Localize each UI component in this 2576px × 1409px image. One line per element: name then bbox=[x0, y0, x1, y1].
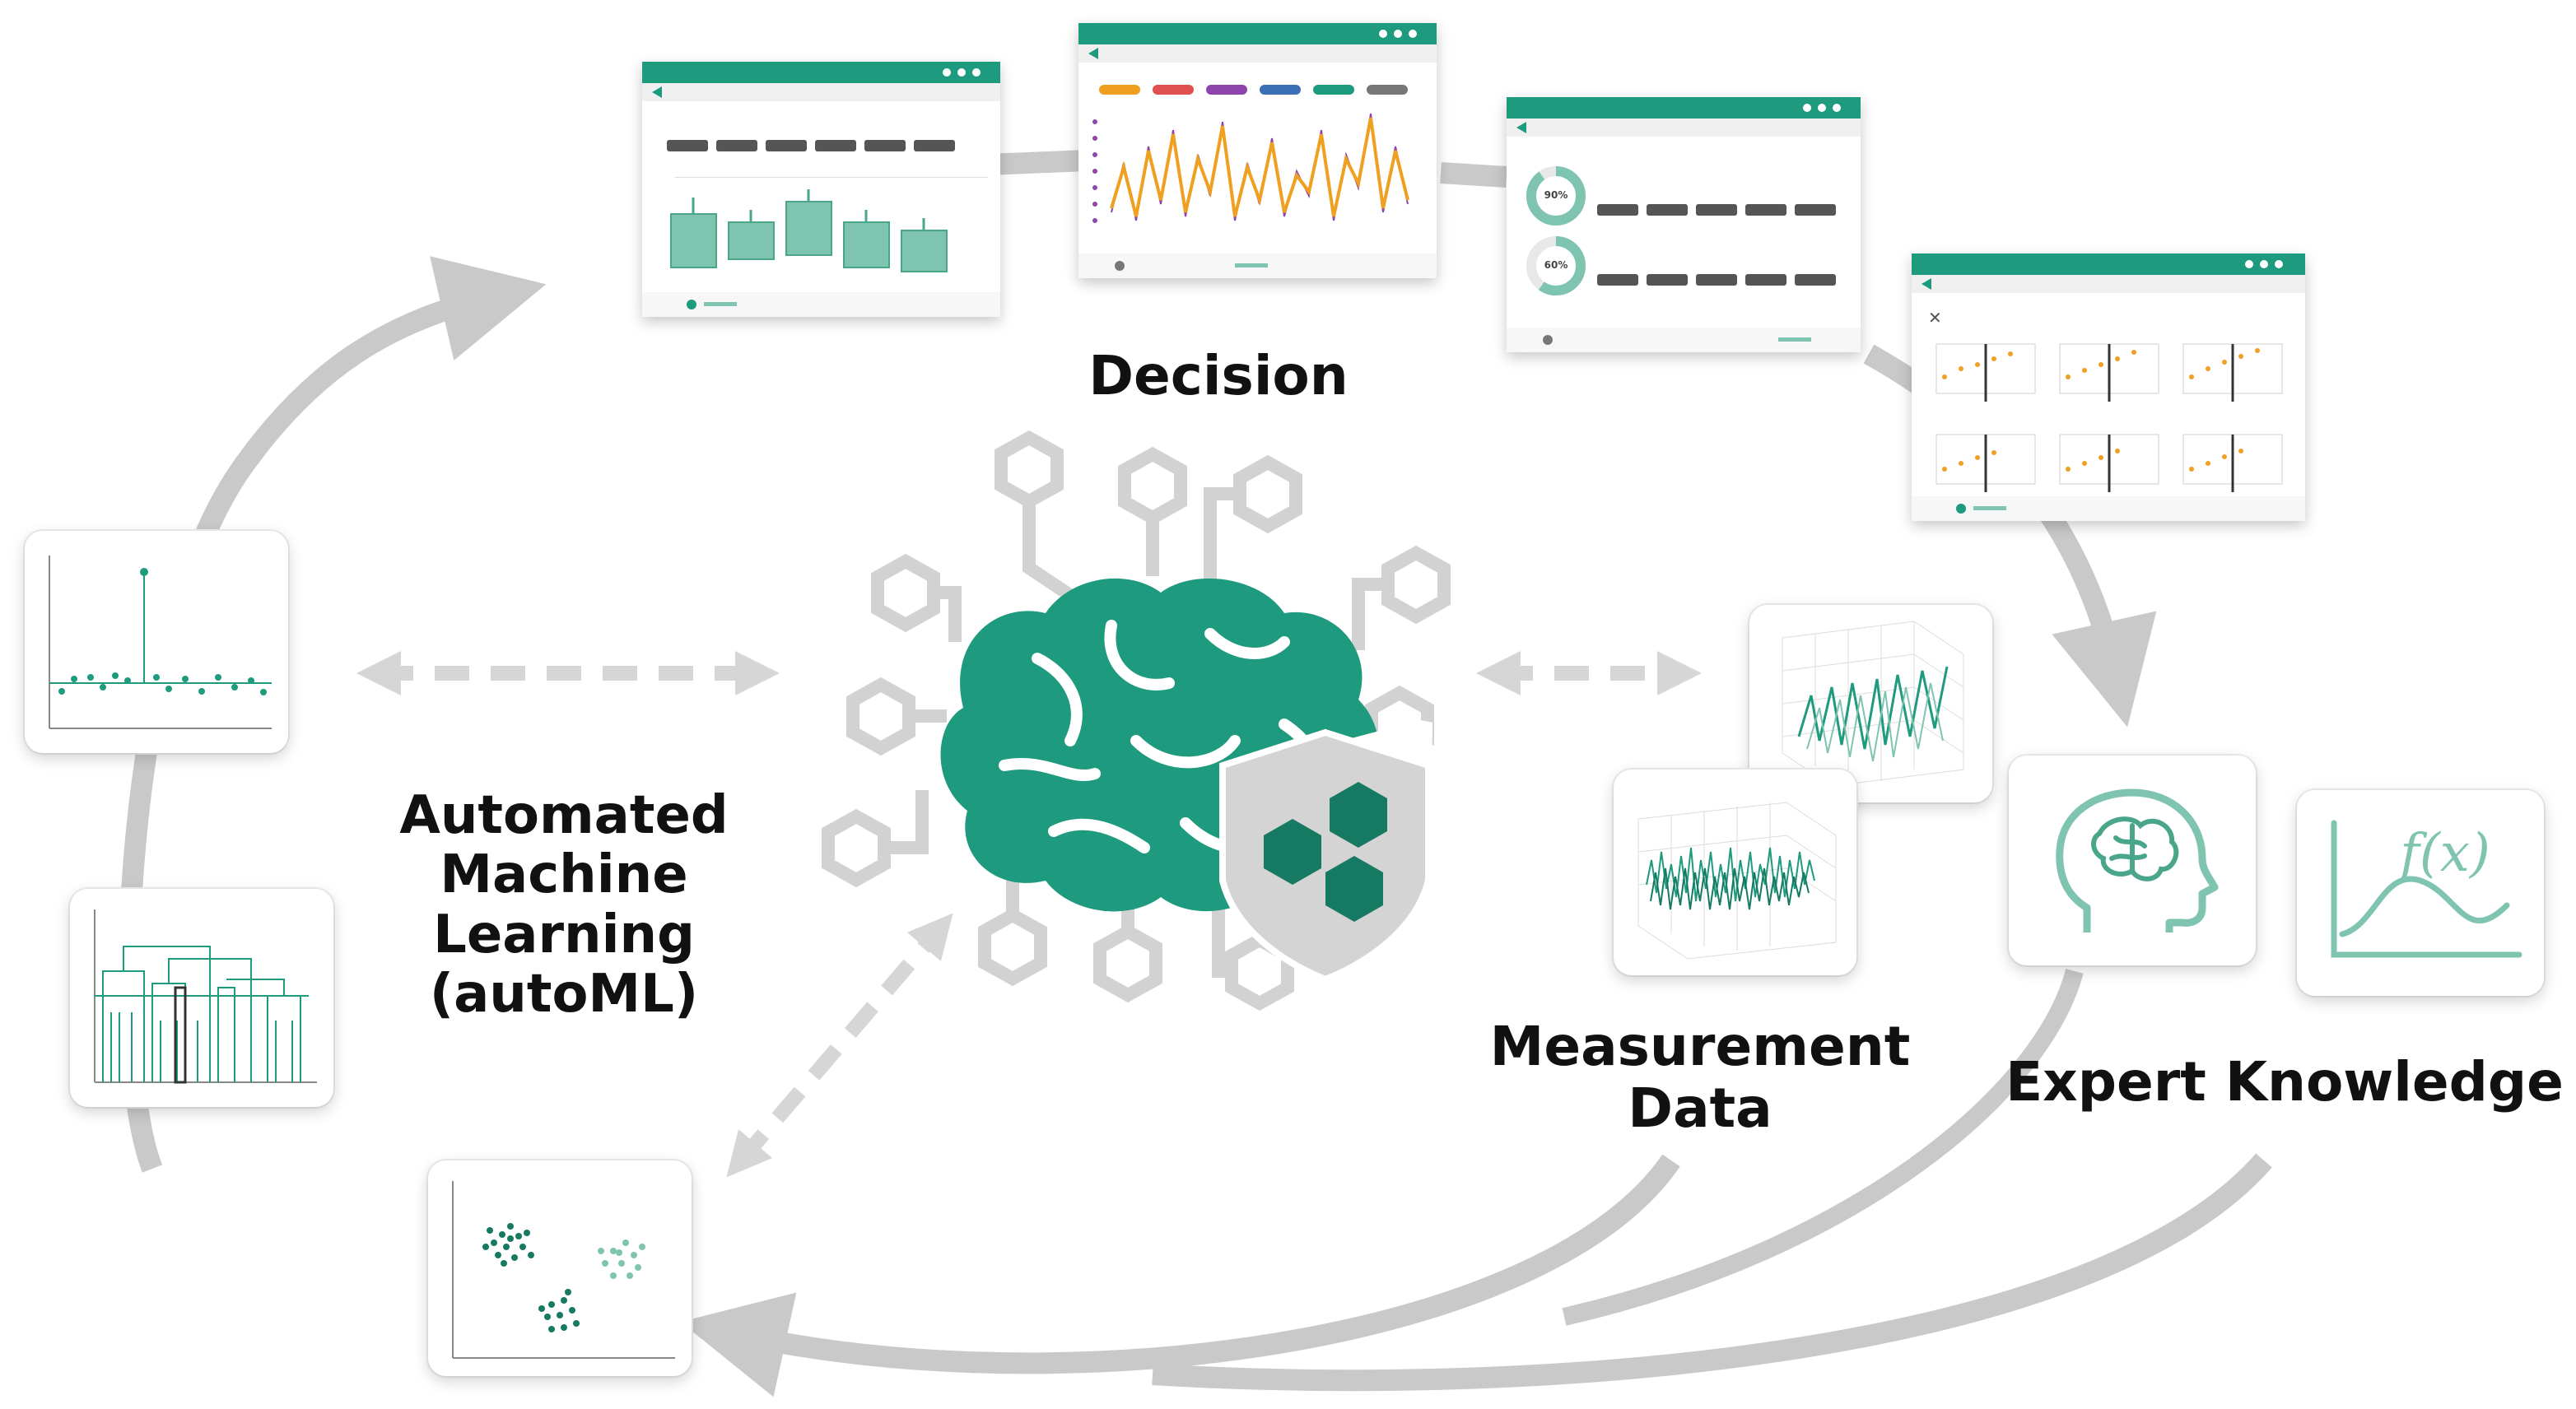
dashboard-window-boxplot bbox=[642, 62, 1000, 317]
card-dendrogram bbox=[70, 889, 333, 1107]
function-icon: f(x) bbox=[2400, 823, 2490, 884]
label-automl-line-2: Machine bbox=[440, 844, 688, 906]
label-automl-line-3: Learning bbox=[433, 904, 695, 965]
dashed-arrow-diagonal bbox=[726, 913, 953, 1178]
shield-icon bbox=[1219, 719, 1433, 984]
cycle-arrow-bottom-2 bbox=[1152, 1153, 2272, 1392]
dashboard-window-gauges: 90% 60% bbox=[1507, 97, 1861, 352]
label-automl-line-4: (autoML) bbox=[429, 963, 699, 1025]
card-3d-noise bbox=[1614, 770, 1856, 975]
gauge-label-2: 60% bbox=[1544, 259, 1568, 271]
gauge-label-1: 90% bbox=[1544, 189, 1568, 201]
card-cluster-plot bbox=[428, 1160, 692, 1376]
label-measurement-line-2: Data bbox=[1628, 1076, 1772, 1140]
label-measurement-line-1: Measurement bbox=[1489, 1015, 1911, 1078]
card-formula: f(x) bbox=[2297, 790, 2544, 996]
card-spike-plot bbox=[25, 531, 288, 753]
label-automl-line-1: Automated bbox=[399, 785, 729, 846]
dashboard-window-scatter-grid: ✕ bbox=[1912, 253, 2305, 521]
label-decision: Decision bbox=[1088, 344, 1349, 407]
cycle-arrow-bottom-3 bbox=[1562, 969, 2084, 1326]
card-head-brain bbox=[2009, 756, 2256, 965]
label-expert-knowledge: Expert Knowledge bbox=[2005, 1050, 2564, 1114]
cycle-arrow-top bbox=[987, 150, 1088, 175]
cycle-arrow-bottom-1 bbox=[680, 1154, 1680, 1397]
dashboard-window-timeseries bbox=[1078, 23, 1437, 278]
label-automl: Automated Machine Learning (autoML) bbox=[362, 785, 766, 1025]
label-measurement-data: Measurement Data bbox=[1465, 1016, 1935, 1139]
svg-text:✕: ✕ bbox=[1928, 308, 1942, 328]
cycle-arrow-top-2 bbox=[1440, 162, 1507, 188]
